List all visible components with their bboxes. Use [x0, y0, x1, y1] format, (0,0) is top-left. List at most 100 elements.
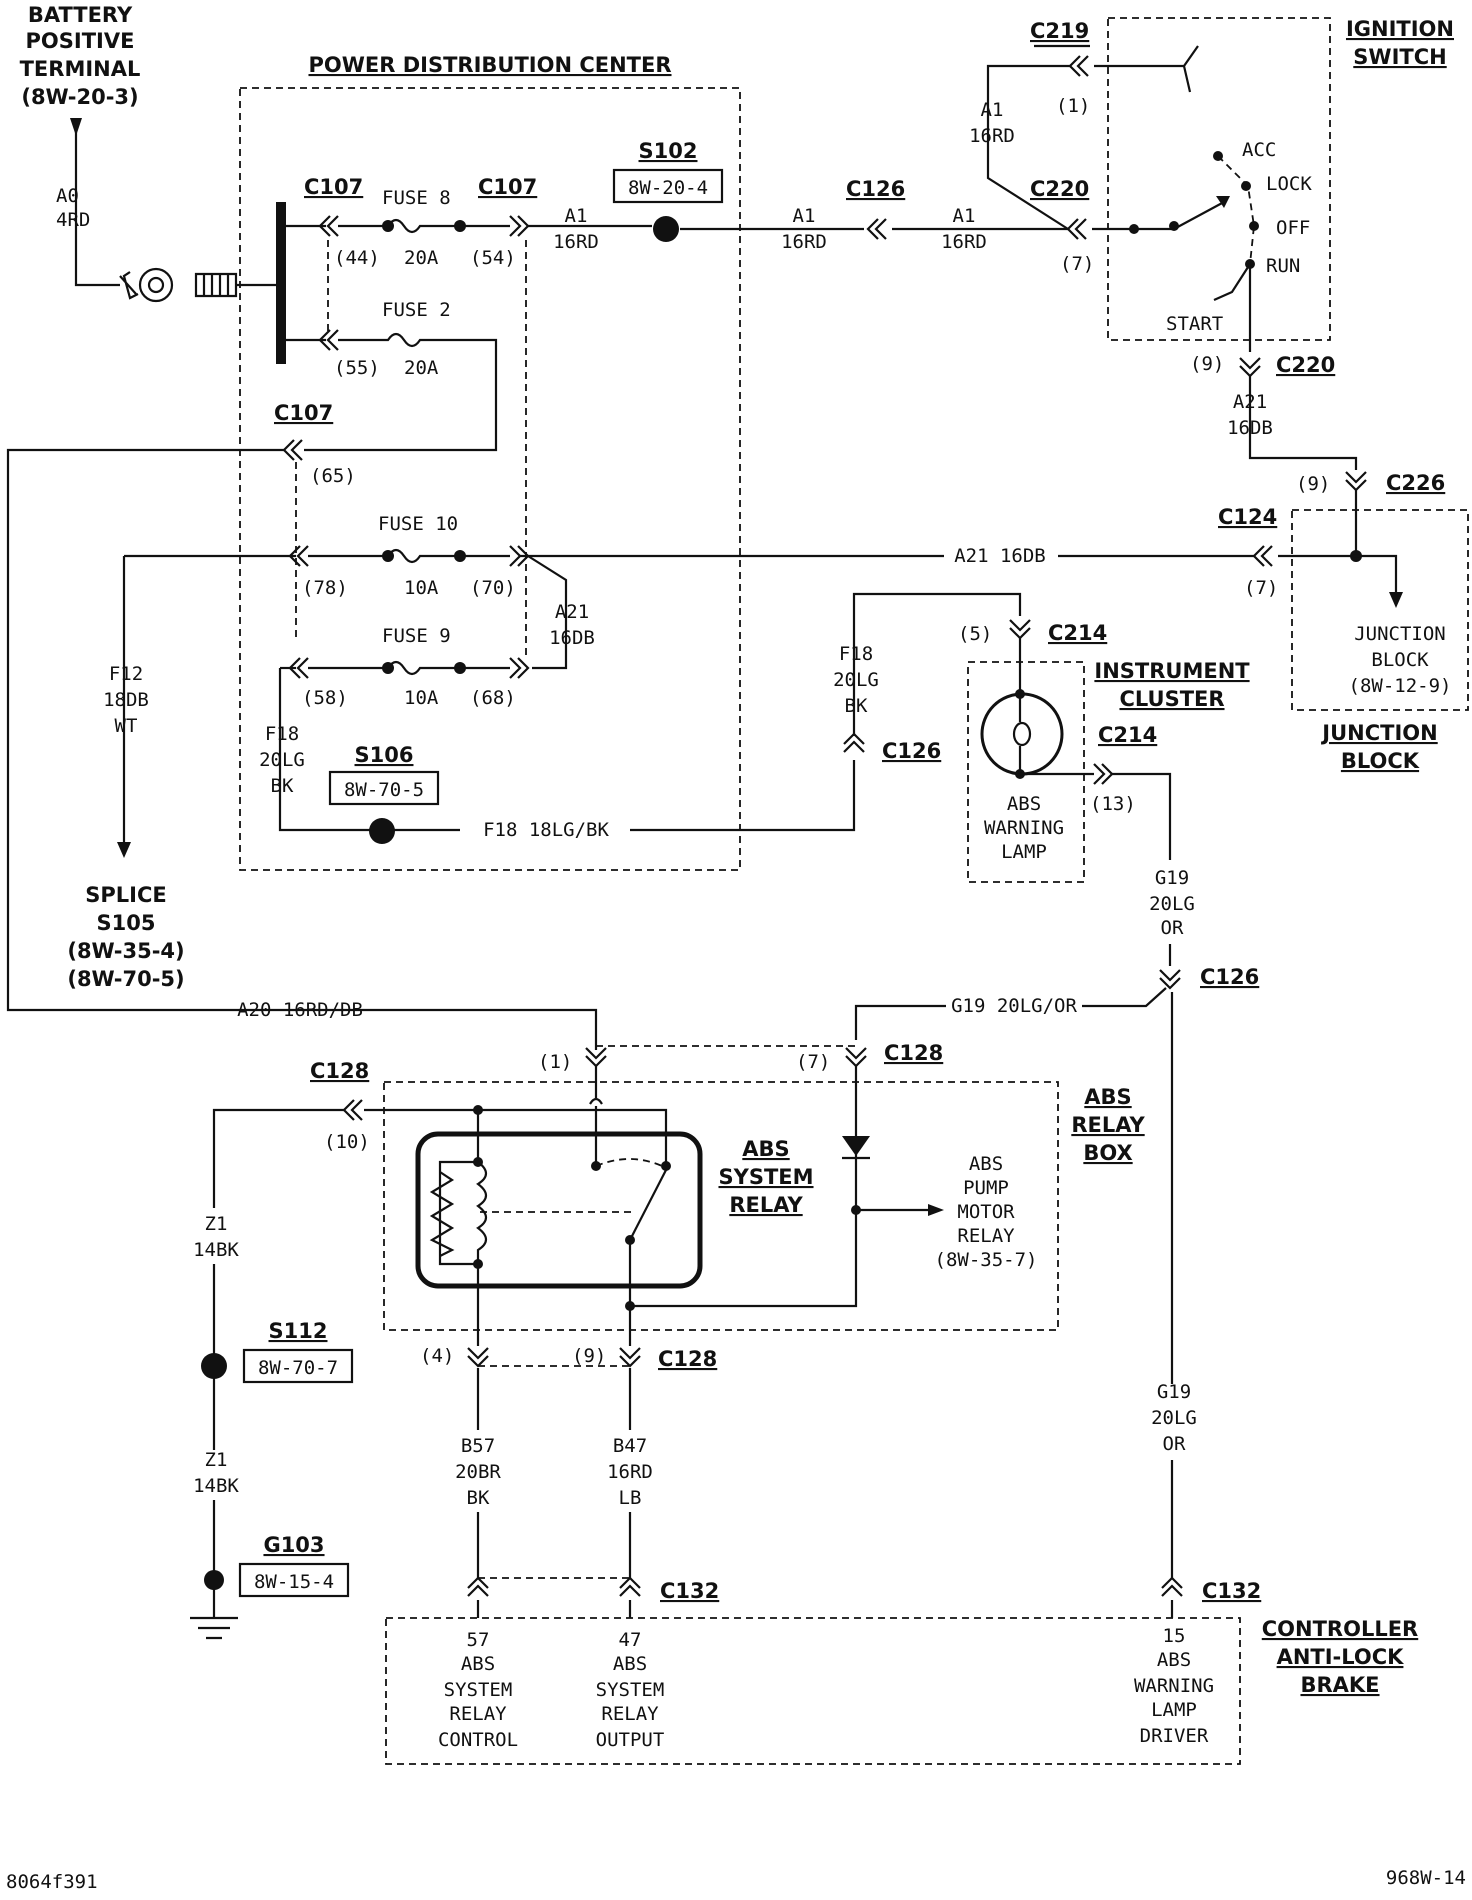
- ignition-title-2: SWITCH: [1353, 45, 1446, 69]
- bus-bar: [276, 202, 286, 364]
- pump-l2: PUMP: [963, 1177, 1009, 1199]
- footer-left: 8064f391: [6, 1871, 98, 1893]
- c126-label-g19: C126: [1200, 965, 1259, 989]
- pin15-l1: 15: [1163, 1625, 1186, 1647]
- pin-65: (65): [310, 465, 356, 487]
- relay-label-1: ABS: [742, 1137, 789, 1161]
- s102-ref: 8W-20-4: [628, 177, 708, 199]
- wire-g19-spec2-cl: OR: [1161, 917, 1184, 939]
- s102-name: S102: [639, 139, 698, 163]
- g103-point: [204, 1570, 224, 1590]
- controller-pin-15: 15 ABS WARNING LAMP DRIVER: [1134, 1625, 1214, 1747]
- jb-title-2: BLOCK: [1341, 749, 1420, 773]
- wire-a20: A20 16RD/DB: [237, 999, 363, 1021]
- controller-title-3: BRAKE: [1300, 1673, 1379, 1697]
- ignition-box: [1107, 17, 1331, 341]
- wire-g19-spec1-low: 20LG: [1151, 1407, 1197, 1429]
- pump-l4: RELAY: [957, 1225, 1015, 1247]
- pump-l1: ABS: [969, 1153, 1003, 1175]
- wire-a1-spec-c219: 16RD: [969, 125, 1015, 147]
- wire-g19-code-low: G19: [1157, 1381, 1191, 1403]
- lamp-l1: ABS: [1007, 793, 1041, 815]
- ignition-title-1: IGNITION: [1346, 17, 1454, 41]
- c132-label-left: C132: [660, 1579, 719, 1603]
- fuse2-label: FUSE 2: [382, 299, 451, 321]
- wire-z1-spec-2: 14BK: [193, 1475, 239, 1497]
- pin57-l2: ABS: [461, 1653, 495, 1675]
- wire-a1-spec-mid: 16RD: [781, 231, 827, 253]
- relaybox-title-3: BOX: [1083, 1141, 1132, 1165]
- wire-a21-code-ign: A21: [1233, 391, 1267, 413]
- wire-a1-code-ign: A1: [953, 205, 976, 227]
- fuse10-rating: 10A: [404, 577, 439, 599]
- controller-box: [385, 1617, 1241, 1765]
- wire-a1-code-pdc: A1: [565, 205, 588, 227]
- splice105-l3: (8W-35-4): [67, 939, 184, 963]
- battery-label-4: (8W-20-3): [21, 85, 138, 109]
- pin-c128-10: (10): [324, 1131, 370, 1153]
- s106-splice: [369, 818, 395, 844]
- pin15-l4: LAMP: [1151, 1699, 1197, 1721]
- pin-c128-7: (7): [796, 1051, 830, 1073]
- pin-c214-13: (13): [1090, 793, 1136, 815]
- wire-b47-spec1: 16RD: [607, 1461, 653, 1483]
- fuse10-pin-out: (70): [470, 577, 516, 599]
- c126-label-f18: C126: [882, 739, 941, 763]
- s112-ref: 8W-70-7: [258, 1357, 338, 1379]
- s112-splice: [201, 1353, 227, 1379]
- splice105-l2: S105: [97, 911, 156, 935]
- pin-c124-7: (7): [1244, 577, 1278, 599]
- pin-c128-9: (9): [572, 1345, 606, 1367]
- pump-l3: MOTOR: [957, 1201, 1015, 1223]
- abs-system-relay: [415, 1131, 703, 1289]
- wire-a21-spec-pdc: 16DB: [549, 627, 595, 649]
- wire-b57-spec2: BK: [467, 1487, 490, 1509]
- junction-box: [1291, 509, 1469, 711]
- pump-l5: (8W-35-7): [935, 1249, 1038, 1271]
- c126-label-top: C126: [846, 177, 905, 201]
- jb-inner-1: JUNCTION: [1354, 623, 1446, 645]
- ign-lock: LOCK: [1266, 173, 1312, 195]
- pdc-title: POWER DISTRIBUTION CENTER: [308, 53, 671, 77]
- pin47-l1: 47: [619, 1629, 642, 1651]
- lamp-l3: LAMP: [1001, 841, 1047, 863]
- wire-f18-spec2-pdc: BK: [271, 775, 294, 797]
- battery-label-1: BATTERY: [28, 3, 133, 27]
- pin-c219-1: (1): [1056, 95, 1090, 117]
- jb-title-1: JUNCTION: [1320, 721, 1437, 745]
- wire-z1-spec-1: 14BK: [193, 1239, 239, 1261]
- pin47-l5: OUTPUT: [596, 1729, 665, 1751]
- cluster-title-1: INSTRUMENT: [1094, 659, 1250, 683]
- c107-label-65: C107: [274, 401, 333, 425]
- terminal-ring-icon: [138, 267, 174, 303]
- wire-f18-code: F18: [839, 643, 873, 665]
- wire-f12-code: F12: [109, 663, 143, 685]
- fuse8-pin-in: (44): [334, 247, 380, 269]
- fuse10-label: FUSE 10: [378, 513, 458, 535]
- fuse10-pin-in: (78): [302, 577, 348, 599]
- c107-label-top-right: C107: [478, 175, 537, 199]
- wire-f18-spec1-pdc: 20LG: [259, 749, 305, 771]
- c107-label-top-left: C107: [304, 175, 363, 199]
- wire-b57-code: B57: [461, 1435, 495, 1457]
- wire-f18-spec1: 20LG: [833, 669, 879, 691]
- wire-a1-spec-ign: 16RD: [941, 231, 987, 253]
- wire-a1-code-mid: A1: [793, 205, 816, 227]
- fuse2-pin-in: (55): [334, 357, 380, 379]
- fuse9-pin-in: (58): [302, 687, 348, 709]
- splice105-l1: SPLICE: [85, 883, 166, 907]
- pin57-l3: SYSTEM: [444, 1679, 513, 1701]
- pin57-l4: RELAY: [449, 1703, 507, 1725]
- ign-run: RUN: [1266, 255, 1300, 277]
- s106-ref: 8W-70-5: [344, 779, 424, 801]
- controller-title-2: ANTI-LOCK: [1277, 1645, 1405, 1669]
- cluster-title-2: CLUSTER: [1119, 687, 1224, 711]
- wire-a21-long: A21 16DB: [954, 545, 1046, 567]
- pdc-box: [239, 87, 741, 871]
- relay-box-outline: [383, 1081, 1059, 1331]
- c219-label: C219: [1030, 19, 1089, 43]
- wire-f12-spec-1: 18DB: [103, 689, 149, 711]
- c226-label: C226: [1386, 471, 1445, 495]
- wire-b47-spec2: LB: [619, 1487, 642, 1509]
